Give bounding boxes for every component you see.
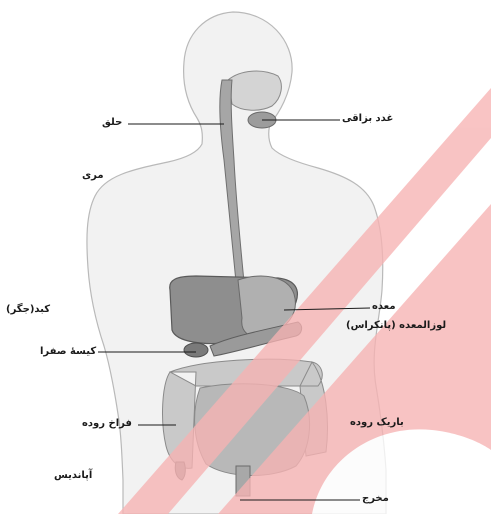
label-liver: کبد(جگر) bbox=[6, 304, 50, 316]
label-small-intestine: باریک روده bbox=[350, 417, 404, 429]
label-pancreas: لوزالمعده (پانکراس) bbox=[346, 320, 446, 332]
oral-cavity bbox=[228, 71, 281, 110]
label-esophagus: حلق bbox=[102, 117, 122, 129]
label-gallbladder: کیسهٔ صفرا bbox=[40, 346, 96, 358]
label-lung: مری bbox=[82, 170, 104, 182]
label-salivary-gland: غدد بزاقی bbox=[342, 113, 393, 125]
label-anus: مخرج bbox=[362, 493, 389, 505]
gallbladder bbox=[184, 343, 208, 357]
label-appendix: آپاندیس bbox=[54, 470, 92, 482]
label-large-intestine: فراخ روده bbox=[82, 418, 132, 430]
label-stomach: معده bbox=[372, 301, 396, 313]
